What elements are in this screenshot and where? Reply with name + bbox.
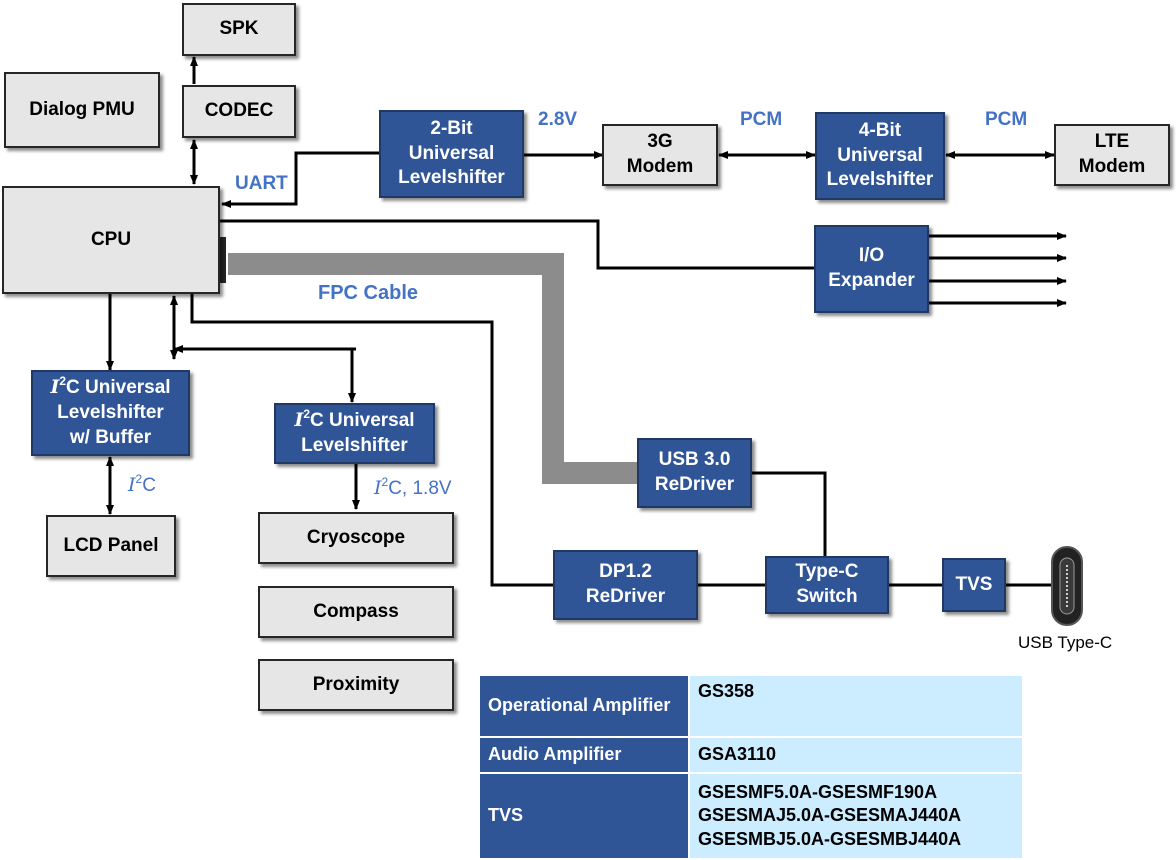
lcd-panel-label: LCD Panel (63, 534, 159, 556)
levelshifter-4bit-line1: 4-Bit (858, 119, 902, 141)
codec-label: CODEC (204, 100, 274, 122)
part-number: GSESMF5.0A-GSESMF190A GSESMAJ5.0A-GSESMA… (688, 772, 1024, 860)
codec-block: CODEC (182, 85, 296, 138)
parts-table: Operational Amplifier GS358 Audio Amplif… (478, 674, 1024, 860)
usb-typec-connector-icon (1051, 546, 1083, 626)
part-number: GSA3110 (688, 736, 1024, 774)
proximity-label: Proximity (312, 673, 400, 695)
uart-label: UART (235, 173, 288, 194)
levelshifter-4bit-block: 4-Bit Universal Levelshifter (815, 112, 945, 200)
modem-3g-block: 3G Modem (602, 124, 718, 186)
modem-3g-line2: Modem (626, 156, 694, 177)
levelshifter-2bit-line3: Levelshifter (398, 167, 505, 189)
table-row: TVS GSESMF5.0A-GSESMF190A GSESMAJ5.0A-GS… (478, 772, 1024, 860)
tvs-label: TVS (955, 573, 993, 595)
usb30-redriver-line1: USB 3.0 (658, 449, 731, 471)
cpu-block: CPU (2, 186, 220, 294)
levelshifter-4bit-line2: Universal (837, 144, 923, 166)
cpu-label: CPU (90, 228, 132, 250)
compass-label: Compass (313, 600, 399, 622)
levelshifter-2bit-block: 2-Bit Universal Levelshifter (379, 110, 524, 198)
i2c-ls-line1: I2C Universal (294, 407, 415, 432)
typec-switch-line2: Switch (796, 586, 858, 607)
compass-block: Compass (258, 586, 454, 638)
i2c-ls-line2: Levelshifter (301, 435, 408, 456)
modem-3g-line1: 3G (647, 131, 673, 153)
i2c-1v8-label: I2C, 1.8V (374, 475, 452, 499)
i2c-levelshifter-buffer-block: I2C Universal Levelshifter w/ Buffer (31, 370, 190, 456)
dialog-pmu-label: Dialog PMU (29, 98, 135, 120)
usb30-redriver-line2: ReDriver (654, 474, 735, 495)
io-expander-line2: Expander (828, 270, 915, 291)
dp12-redriver-line1: DP1.2 (599, 561, 652, 583)
usb30-redriver-block: USB 3.0 ReDriver (637, 438, 752, 508)
fpc-cable-label: FPC Cable (318, 282, 419, 304)
typec-switch-block: Type-C Switch (765, 556, 889, 614)
i2c-ls-buffer-line3: w/ Buffer (69, 426, 152, 448)
table-row: Operational Amplifier GS358 (478, 674, 1024, 738)
modem-lte-block: LTE Modem (1054, 124, 1170, 186)
levelshifter-2bit-line2: Universal (408, 142, 495, 164)
i2c-ls-buffer-line1: I2C Universal (50, 374, 171, 399)
part-category: TVS (478, 772, 690, 860)
io-expander-block: I/O Expander (814, 225, 929, 313)
levelshifter-4bit-line3: Levelshifter (826, 169, 934, 191)
i2c-ls-buffer-line2: Levelshifter (57, 402, 164, 424)
spk-block: SPK (182, 3, 296, 56)
modem-lte-line2: Modem (1078, 156, 1146, 177)
i2c-levelshifter-block: I2C Universal Levelshifter (274, 403, 435, 464)
part-category: Audio Amplifier (478, 736, 690, 774)
fpc-cable (228, 253, 638, 484)
part-number: GS358 (688, 674, 1024, 738)
lcd-panel-block: LCD Panel (46, 515, 176, 577)
dp12-redriver-line2: ReDriver (585, 586, 666, 607)
proximity-block: Proximity (258, 659, 454, 711)
voltage-2v8-label: 2.8V (538, 109, 578, 130)
i2c-lcd-label: I2C (128, 472, 156, 496)
modem-lte-line1: LTE (1094, 131, 1130, 153)
cryoscope-block: Cryoscope (258, 512, 454, 564)
part-category: Operational Amplifier (478, 674, 690, 738)
pcm-label-1: PCM (740, 109, 783, 130)
spk-label: SPK (219, 18, 259, 40)
levelshifter-2bit-line1: 2-Bit (430, 117, 473, 139)
usb-typec-label: USB Type-C (1018, 633, 1113, 652)
pcm-label-2: PCM (985, 109, 1028, 130)
io-expander-line1: I/O (858, 245, 885, 267)
dp12-redriver-block: DP1.2 ReDriver (553, 550, 698, 620)
cryoscope-label: Cryoscope (306, 526, 406, 548)
table-row: Audio Amplifier GSA3110 (478, 736, 1024, 774)
typec-switch-line1: Type-C (795, 561, 859, 583)
tvs-block: TVS (942, 558, 1006, 612)
dialog-pmu-block: Dialog PMU (4, 72, 160, 148)
